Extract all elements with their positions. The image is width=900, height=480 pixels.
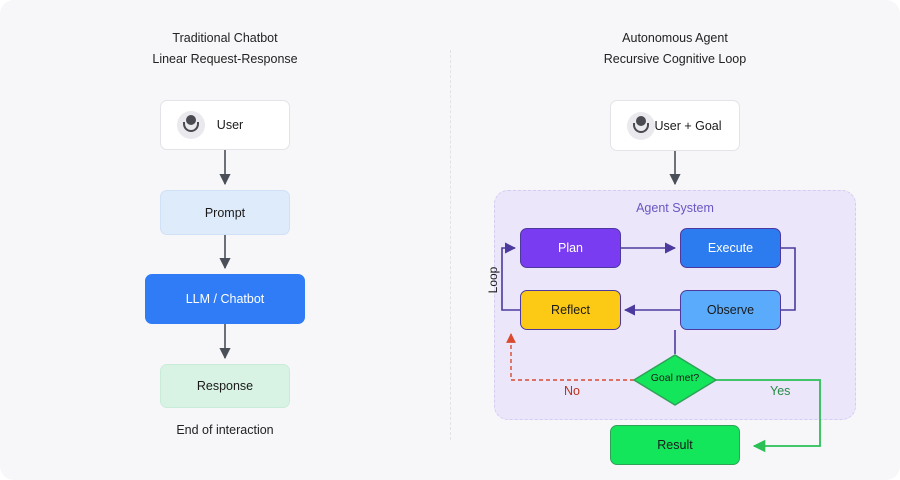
edge-decision-yes	[716, 379, 821, 453]
reflect-label: Reflect	[551, 303, 590, 317]
prompt-node: Prompt	[160, 190, 290, 235]
person-avatar-icon	[177, 111, 205, 139]
edge-decision-no	[506, 333, 634, 381]
prompt-label: Prompt	[204, 205, 246, 220]
plan-node: Plan	[520, 228, 621, 268]
left-title-line1: Traditional Chatbot	[172, 31, 278, 45]
left-user-node: User	[160, 100, 290, 150]
execute-node: Execute	[680, 228, 781, 268]
person-avatar-icon	[627, 111, 655, 140]
no-label: No	[564, 384, 580, 398]
result-label: Result	[657, 438, 693, 452]
observe-label: Observe	[706, 303, 755, 317]
llm-chatbot-label: LLM / Chatbot	[185, 292, 265, 306]
observe-node: Observe	[680, 290, 781, 330]
response-label: Response	[196, 379, 254, 393]
user-goal-node: User + Goal	[610, 100, 740, 151]
end-of-interaction-text: End of interaction	[176, 423, 274, 437]
response-node: Response	[160, 364, 290, 408]
right-title-line1: Autonomous Agent	[622, 31, 728, 45]
left-title-line2: Linear Request-Response	[152, 52, 298, 66]
llm-chatbot-node: LLM / Chatbot	[145, 274, 305, 324]
right-title: Autonomous Agent Recursive Cognitive Loo…	[525, 28, 825, 70]
agent-system-title: Agent System	[636, 201, 714, 215]
reflect-node: Reflect	[520, 290, 621, 330]
decision-label: Goal met?	[650, 372, 700, 384]
left-title: Traditional Chatbot Linear Request-Respo…	[75, 28, 375, 70]
right-title-line2: Recursive Cognitive Loop	[603, 52, 747, 66]
column-divider	[450, 50, 451, 440]
edge-execute-observe	[770, 247, 796, 311]
left-user-label: User	[216, 118, 244, 132]
result-node: Result	[610, 425, 740, 465]
yes-label: Yes	[770, 384, 791, 398]
user-goal-label: User + Goal	[654, 118, 722, 133]
decision-diamond-shape	[632, 354, 718, 406]
loop-label: Loop	[486, 266, 500, 294]
execute-label: Execute	[707, 241, 754, 255]
edge-reflect-plan	[501, 242, 520, 311]
plan-label: Plan	[557, 241, 584, 255]
